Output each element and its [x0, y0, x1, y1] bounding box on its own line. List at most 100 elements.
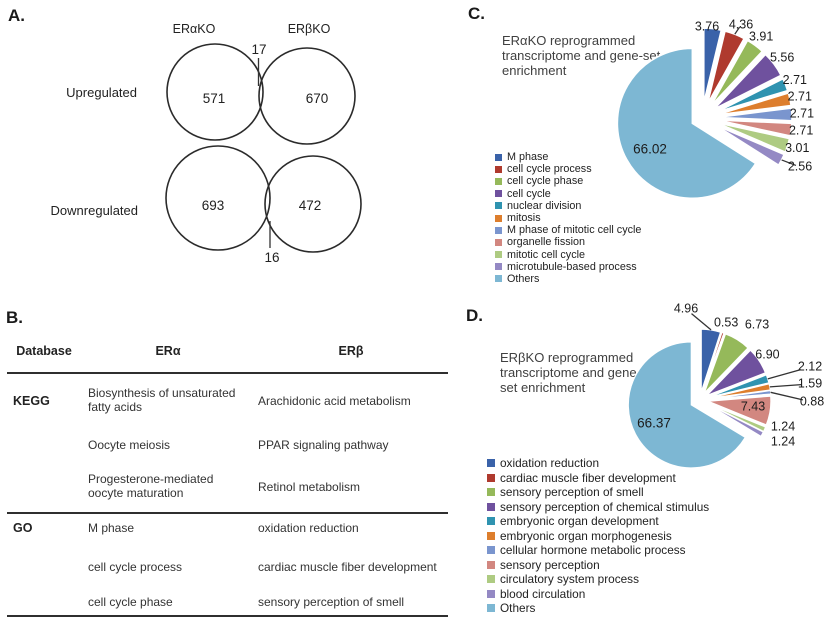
pie-slice-microtubule-based-process	[714, 124, 786, 167]
slice-value-label: 6.90	[755, 347, 779, 361]
slice-value-label: 1.59	[798, 376, 822, 390]
pie-slice-oxidation-reduction	[700, 328, 722, 393]
slice-value-label: 0.88	[800, 394, 824, 408]
legend-item: mitotic cell cycle	[495, 249, 641, 261]
legend-label: embryonic organ development	[500, 514, 659, 529]
pie-slice-cell-cycle-phase	[710, 39, 764, 107]
chart-d-title-line: transcriptome and gene-	[500, 365, 641, 380]
legend-item: nuclear division	[495, 200, 641, 212]
table-cell: Arachidonic acid metabolism	[258, 394, 411, 408]
table-cell: Retinol metabolism	[258, 480, 361, 494]
slice-value-label: 6.73	[745, 317, 769, 331]
table-rule-bottom	[7, 615, 448, 617]
legend-color-chip	[487, 589, 495, 598]
legend-color-chip	[495, 263, 502, 271]
venn-count-up-overlap: 17	[251, 42, 266, 57]
pie-slice-organelle-fission	[716, 119, 793, 137]
legend-label: oxidation reduction	[500, 456, 600, 471]
legend-label: cell cycle	[507, 187, 551, 200]
legend-item: cell cycle	[495, 188, 641, 200]
legend-color-chip	[495, 226, 502, 234]
legend-color-chip	[487, 560, 495, 569]
legend-color-chip	[495, 165, 502, 173]
venn-count-down-left: 693	[202, 198, 225, 213]
table-cell: cell cycle phase	[88, 595, 173, 609]
legend-label: cardiac muscle fiber development	[500, 470, 676, 485]
slice-value-label: 2.71	[788, 89, 812, 103]
legend-label: Others	[500, 601, 536, 616]
legend-color-chip	[495, 153, 502, 161]
legend-item: cell cycle phase	[495, 175, 641, 187]
pie-slice-sensory-perception	[707, 395, 772, 426]
venn-circle-down-left	[165, 145, 271, 251]
enrichment-table: Database ERα ERβ KEGG Biosynthesis of un…	[0, 300, 460, 622]
legend-item: M phase	[495, 151, 641, 163]
slice-value-label: 4.36	[729, 17, 753, 31]
legend-item: circulatory system process	[487, 572, 709, 587]
venn-count-up-left: 571	[203, 91, 226, 106]
legend-item: Others	[487, 601, 709, 616]
legend-item: oxidation reduction	[487, 456, 709, 471]
pie-slice-sensory-perception-of-chemical-stimulus	[706, 349, 767, 397]
legend-color-chip	[487, 459, 495, 468]
venn-col-header-erbetako: ERβKO	[288, 22, 331, 36]
venn-count-down-overlap: 16	[264, 250, 279, 265]
legend-item: embryonic organ morphogenesis	[487, 529, 709, 544]
venn-diagram: ERαKO ERβKO Upregulated 571 670 17 Downr…	[51, 22, 362, 265]
legend-label: circulatory system process	[500, 572, 639, 587]
slice-value-label: 5.56	[770, 51, 794, 65]
table-header-database: Database	[16, 344, 72, 358]
legend-color-chip	[495, 251, 502, 259]
table-header-eralpha: ERα	[155, 344, 181, 358]
pie-slice-others	[616, 47, 757, 200]
venn-circle-up-left	[166, 43, 264, 141]
legend-item: embryonic organ development	[487, 514, 709, 529]
slice-value-label: 3.01	[785, 141, 809, 155]
legend-label: cell cycle phase	[507, 175, 584, 188]
pie-slice-others	[627, 341, 747, 469]
table-rule-top	[7, 372, 448, 374]
pie-slice-m-phase	[702, 27, 723, 104]
legend-label: mitotic cell cycle	[507, 248, 585, 261]
legend-item: cardiac muscle fiber development	[487, 471, 709, 486]
legend-color-chip	[487, 488, 495, 497]
pie-slice-cell-cycle	[713, 53, 783, 110]
slice-value-label: 1.24	[771, 419, 795, 433]
legend-color-chip	[495, 190, 502, 198]
pie-slice-nuclear-division	[715, 77, 789, 114]
chart-c-title-line: ERαKO reprogrammed	[502, 33, 636, 48]
legend-color-chip	[495, 238, 502, 246]
legend-label: sensory perception	[500, 557, 600, 572]
table-cell: oxidation reduction	[258, 521, 359, 535]
venn-count-up-right: 670	[306, 91, 329, 106]
pie-slice-cellular-hormone-metabolic-process	[707, 389, 772, 400]
legend-label: M phase of mitotic cell cycle	[507, 224, 642, 237]
slice-label-leader-line	[691, 313, 712, 331]
legend-color-chip	[487, 575, 495, 584]
slice-label-leader-line	[767, 368, 801, 380]
pie-slice-circulatory-system-process	[707, 402, 767, 433]
legend-color-chip	[487, 473, 495, 482]
chart-c-title-line: transcriptome and gene-set	[502, 48, 661, 63]
table-cell: M phase	[88, 521, 135, 535]
pie-slice-embryonic-organ-development	[707, 374, 770, 399]
panel-d-label: D.	[466, 306, 483, 325]
legend-color-chip	[487, 517, 495, 526]
table-cell: cardiac muscle fiber development	[258, 560, 437, 574]
pie-slice-sensory-perception-of-smell	[703, 333, 749, 394]
venn-row-label-upregulated: Upregulated	[66, 85, 137, 100]
venn-col-header-eralphako: ERαKO	[173, 22, 216, 36]
slice-value-label: 3.91	[749, 30, 773, 44]
legend-label: microtubule-based process	[507, 260, 637, 273]
panel-c-label: C.	[468, 4, 485, 23]
legend-item: sensory perception	[487, 558, 709, 573]
table-header-erbeta: ERβ	[338, 344, 364, 358]
legend-color-chip	[487, 531, 495, 540]
venn-count-down-right: 472	[299, 198, 322, 213]
legend-item: M phase of mitotic cell cycle	[495, 224, 641, 236]
legend-label: mitosis	[507, 212, 541, 225]
legend-label: sensory perception of smell	[500, 485, 644, 500]
